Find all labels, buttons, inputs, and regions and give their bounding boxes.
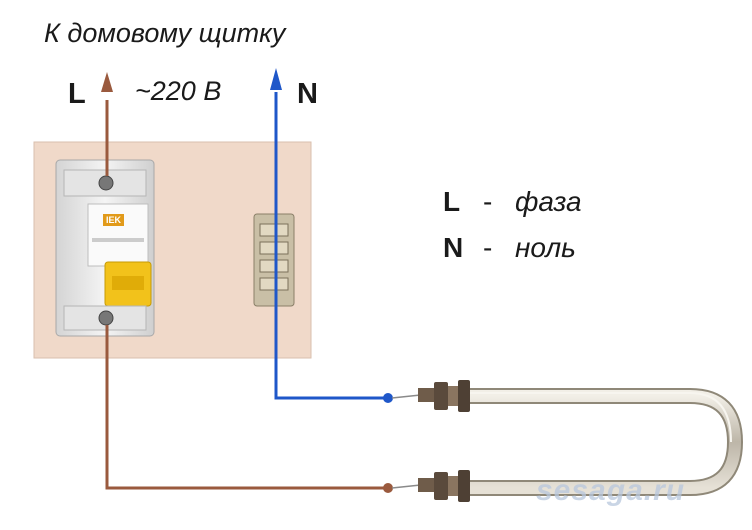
legend-key: L <box>443 186 461 217</box>
legend-dash: - <box>483 186 493 217</box>
heating-element-icon <box>418 380 744 502</box>
legend-item-phase: L-фаза <box>443 186 582 218</box>
neutral-bus-bar <box>253 213 295 307</box>
watermark: sesaga.ru <box>536 474 686 507</box>
voltage-label: ~220 В <box>135 76 222 106</box>
breaker-brand-label: IEK <box>103 214 125 226</box>
legend-key: N <box>443 232 464 263</box>
phase-arrow-icon <box>101 72 113 92</box>
neutral-label: N <box>297 78 318 110</box>
neutral-arrow-icon <box>270 68 282 90</box>
legend-desc: фаза <box>515 186 582 217</box>
legend-desc: ноль <box>515 232 576 263</box>
phase-label: L <box>68 78 86 110</box>
legend-dash: - <box>483 232 493 263</box>
phase-wire <box>101 72 431 493</box>
phase-terminal-dot <box>383 483 393 493</box>
neutral-terminal-dot <box>383 393 393 403</box>
circuit-breaker <box>55 159 155 337</box>
diagram-title: К домовому щитку <box>44 18 286 48</box>
legend-item-neutral: N-ноль <box>443 232 576 264</box>
